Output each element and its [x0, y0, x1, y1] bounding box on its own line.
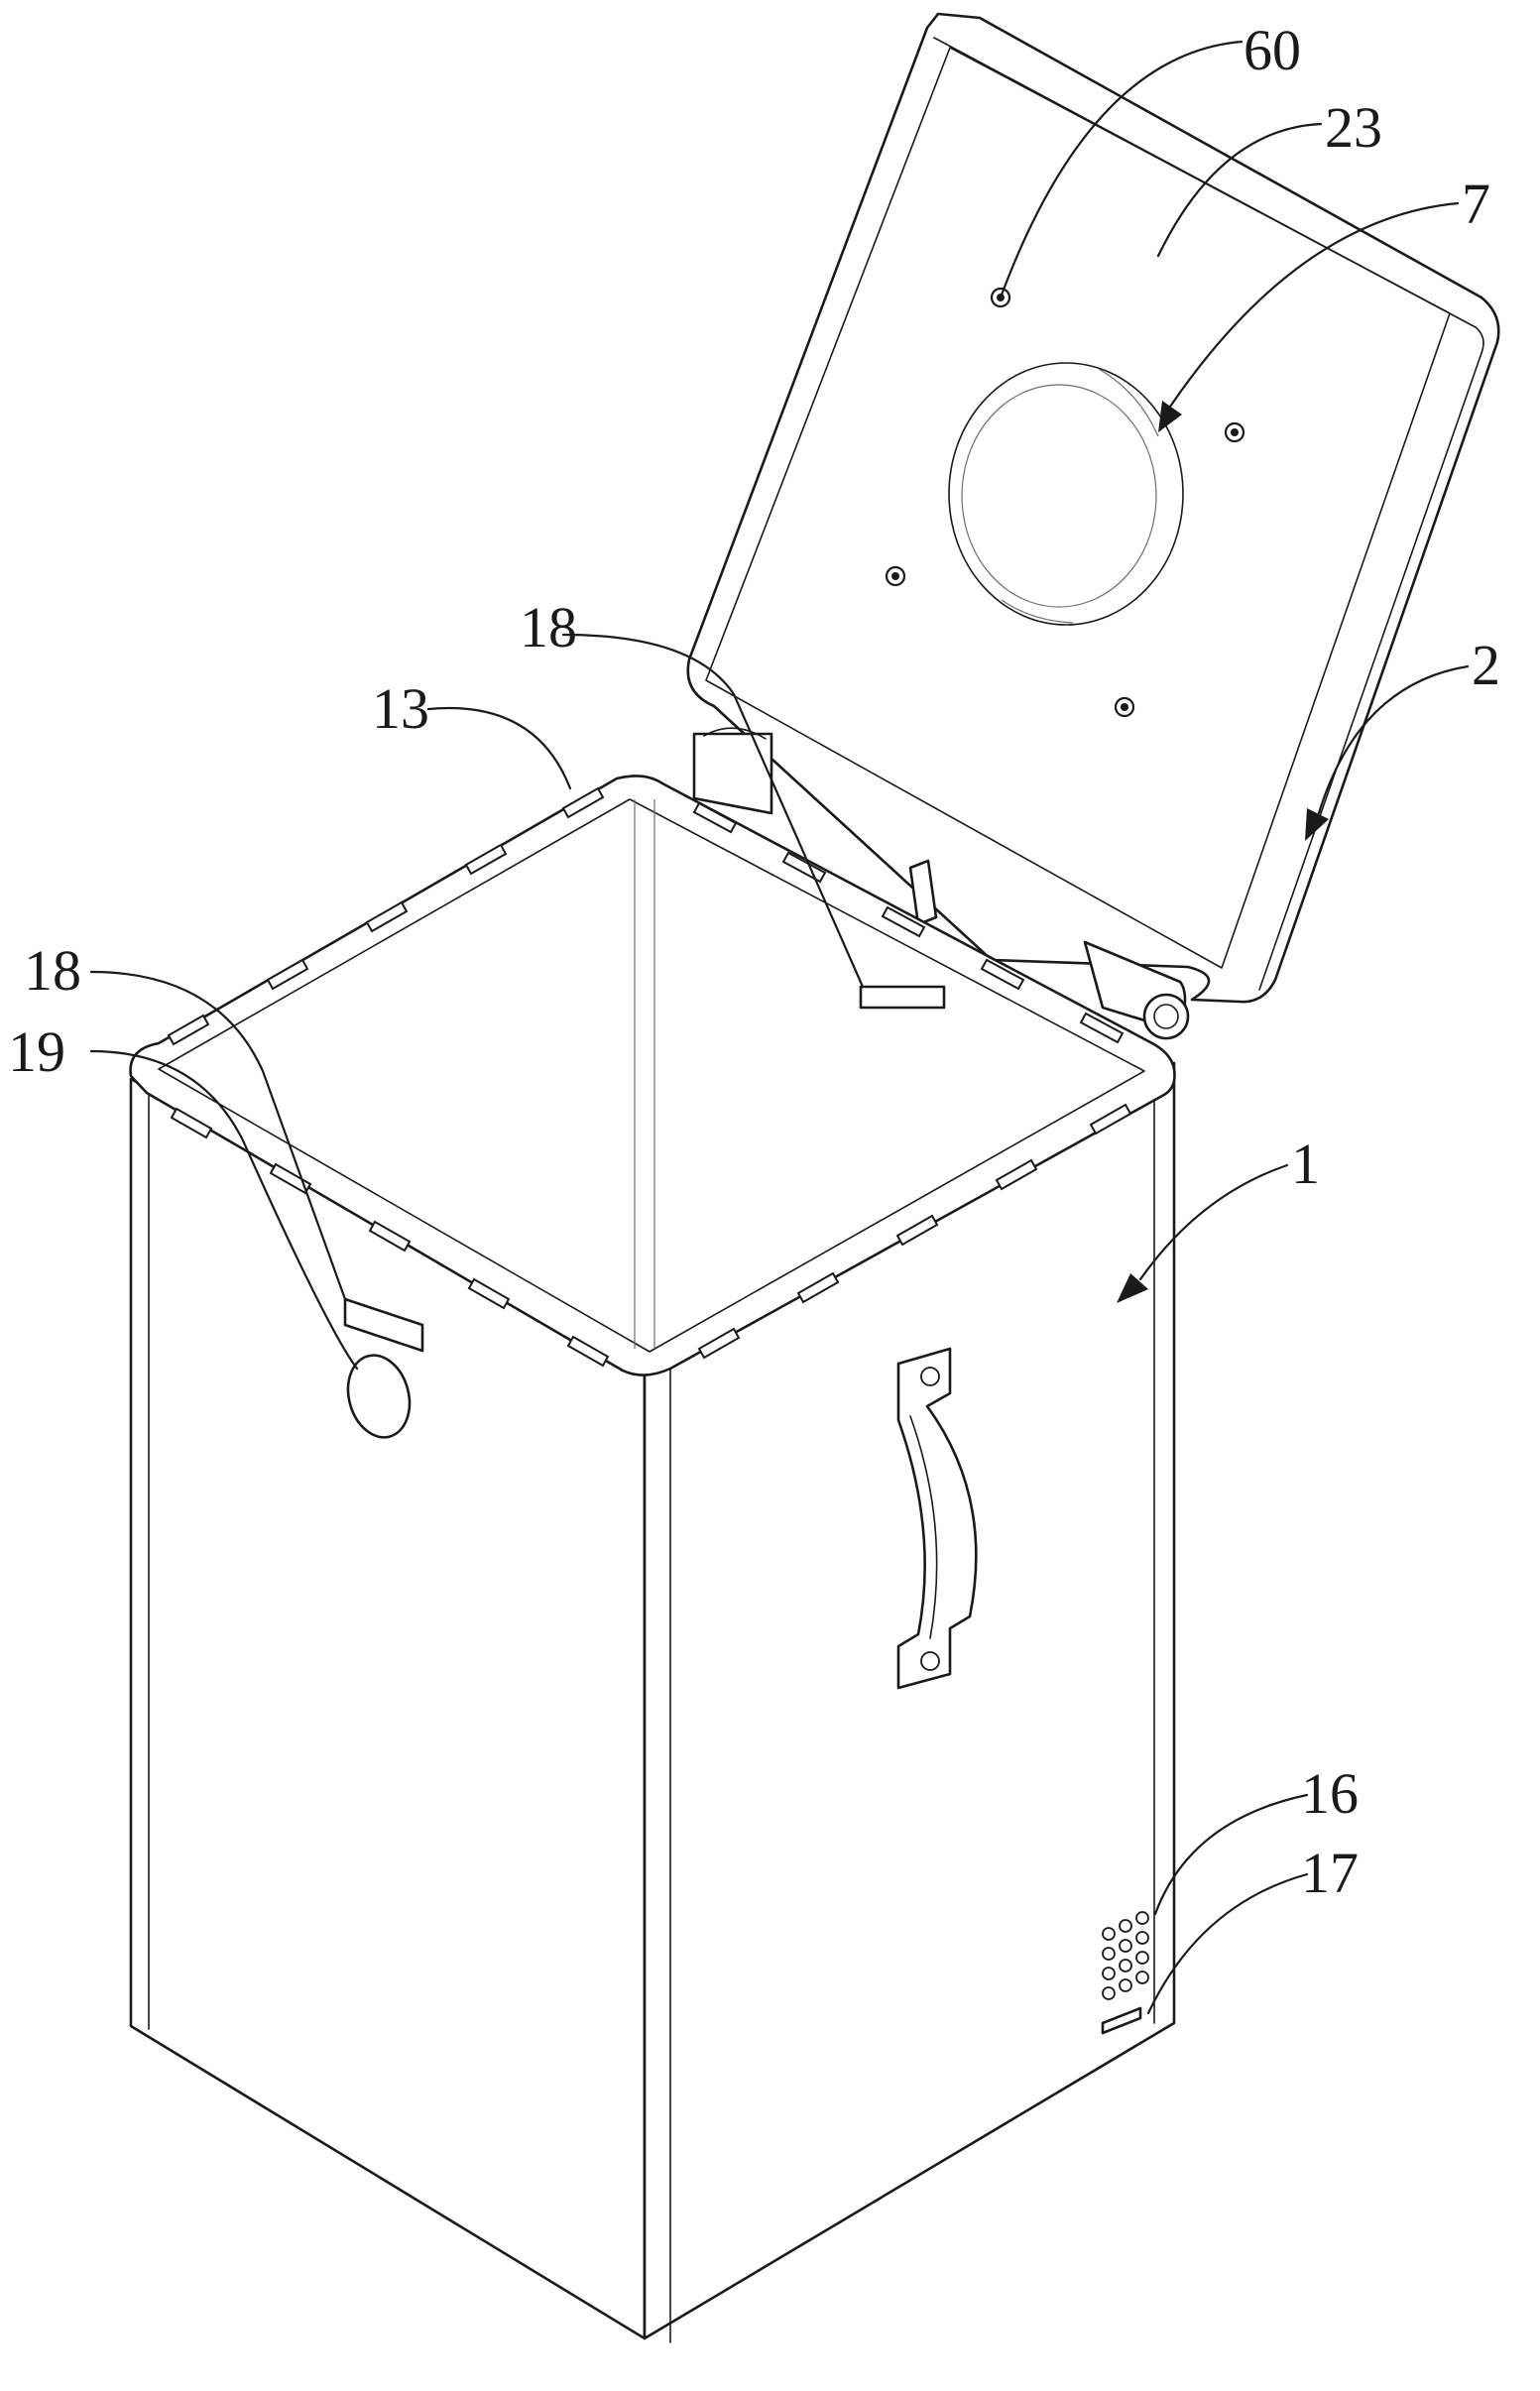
reference-labels: 60 23 7 18 2 13 18 19 1 16 17 — [8, 18, 1500, 1905]
label-2: 2 — [1472, 633, 1500, 697]
box-body — [129, 775, 1176, 2343]
lid-bolts — [885, 287, 1245, 718]
label-7: 7 — [1462, 172, 1490, 236]
label-18-lid: 18 — [520, 595, 577, 659]
label-18-side: 18 — [24, 938, 81, 1003]
label-23: 23 — [1325, 95, 1382, 160]
leader-lines — [89, 40, 1470, 2015]
lid — [686, 12, 1500, 1004]
label-17: 17 — [1301, 1841, 1359, 1905]
label-1: 1 — [1291, 1132, 1320, 1196]
inner-magnet-block — [859, 985, 946, 1010]
label-60: 60 — [1244, 18, 1301, 82]
rim-tabs — [167, 786, 1132, 1368]
round-sensor — [346, 1354, 412, 1439]
side-magnet-block — [343, 1297, 424, 1353]
label-13: 13 — [372, 676, 429, 741]
label-16: 16 — [1301, 1761, 1359, 1826]
lid-inner-panel — [705, 47, 1451, 969]
port-slot — [1101, 2006, 1142, 2035]
vent-holes — [1102, 1911, 1149, 2000]
hinges — [692, 727, 1190, 1040]
side-handle — [896, 1347, 978, 1690]
label-19: 19 — [8, 1019, 65, 1084]
lid-window-outer — [948, 362, 1184, 626]
